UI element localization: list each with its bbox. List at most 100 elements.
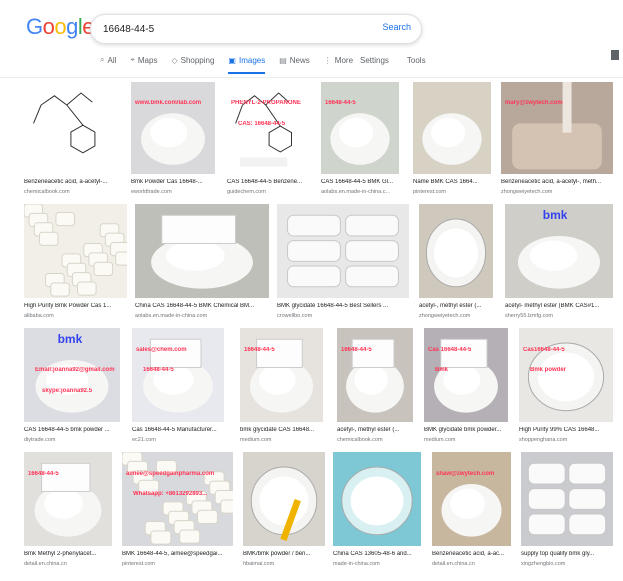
result-source[interactable]: alibaba.com <box>24 313 54 319</box>
image-result[interactable]: China CAS 16648-44-5 BMK Chemical BM... a… <box>135 204 269 324</box>
result-source[interactable]: detail.en.china.cn <box>24 561 67 567</box>
result-source[interactable]: detail.en.china.cn <box>432 561 475 567</box>
result-source[interactable]: made-in-china.com <box>333 561 380 567</box>
image-result[interactable]: BMK/bmk powder / ben... hbaimai.com <box>243 452 325 572</box>
result-thumbnail[interactable]: 16648-44-5 <box>240 328 323 422</box>
result-thumbnail[interactable]: shaw@zwytech.com <box>432 452 511 546</box>
result-caption[interactable]: Bmk Powder Cas 16648-... <box>131 179 203 185</box>
result-caption[interactable]: Benzeneacetic acid, a-acetyl-, meth... <box>501 179 602 185</box>
result-source[interactable]: xingzhengbio.com <box>521 561 566 567</box>
result-caption[interactable]: Cas 16648-44-5 Manufacturer... <box>132 427 217 433</box>
image-result[interactable]: BMK glycidate 16648-44-5 Best Sellers ..… <box>277 204 409 324</box>
result-thumbnail[interactable] <box>521 452 613 546</box>
result-source[interactable]: aolabs.en.made-in-china.com <box>135 313 208 319</box>
settings-link[interactable]: Settings <box>360 55 389 65</box>
result-source[interactable]: eworldtrade.com <box>131 189 172 195</box>
result-source[interactable]: guidechem.com <box>227 189 266 195</box>
tab-images[interactable]: ▣Images <box>228 52 265 74</box>
result-thumbnail[interactable]: www.bmk.com/lab.com <box>131 82 215 174</box>
result-source[interactable]: pinterest.com <box>413 189 447 195</box>
result-source[interactable]: hbaimai.com <box>243 561 275 567</box>
tab-maps[interactable]: ⌖Maps <box>130 52 157 68</box>
result-source[interactable]: medium.com <box>424 437 456 443</box>
result-caption[interactable]: CAS 16648-44-5 Benzene... <box>227 179 303 185</box>
result-source[interactable]: sherry55.lzmfg.com <box>505 313 553 319</box>
apps-icon[interactable] <box>611 50 619 60</box>
image-result[interactable]: Benzeneacetic acid, a-acetyl-... chemical… <box>24 82 119 200</box>
result-caption[interactable]: BMK 16648-44-5, aimee@speedgai... <box>122 551 223 557</box>
result-source[interactable]: ec21.com <box>132 437 156 443</box>
tools-link[interactable]: Tools <box>406 55 426 65</box>
tab-more[interactable]: ⋮More <box>324 52 353 68</box>
result-source[interactable]: crowellbo.com <box>277 313 313 319</box>
search-input[interactable] <box>103 21 353 37</box>
tab-all[interactable]: ⌕All <box>100 52 116 68</box>
image-result[interactable]: High Purity Bmk Powder Cas 1... alibaba.c… <box>24 204 127 324</box>
result-thumbnail[interactable] <box>419 204 493 298</box>
result-thumbnail[interactable]: 16648-44-5 <box>321 82 399 174</box>
result-source[interactable]: chemicalbook.com <box>24 189 70 195</box>
result-caption[interactable]: High Purity Bmk Powder Cas 1... <box>24 303 112 309</box>
result-caption[interactable]: acetyl-, methyl ester (... <box>337 427 400 433</box>
result-thumbnail[interactable] <box>243 452 325 546</box>
result-source[interactable]: shoppenghana.com <box>519 437 568 443</box>
result-caption[interactable]: Name BMK CAS 1664... <box>413 179 478 185</box>
tab-news[interactable]: ▤News <box>279 52 310 68</box>
result-thumbnail[interactable] <box>333 452 421 546</box>
result-caption[interactable]: Benzeneacetic acid, a-acetyl-... <box>24 179 108 185</box>
result-caption[interactable]: China CAS 13605-48-6 and... <box>333 551 412 557</box>
result-thumbnail[interactable]: 16648-44-5 <box>337 328 413 422</box>
image-result[interactable]: Name BMK CAS 1664... pinterest.com <box>413 82 491 200</box>
result-caption[interactable]: High Purity 99% CAS 16648... <box>519 427 600 433</box>
image-result[interactable]: supply top quality bmk gly... xingzhengbi… <box>521 452 613 572</box>
image-result[interactable]: China CAS 13605-48-6 and... made-in-china… <box>333 452 421 572</box>
search-button[interactable]: Search <box>382 22 411 32</box>
result-caption[interactable]: Bmk Methyl 2-phenylacet... <box>24 551 97 557</box>
result-caption[interactable]: bmk glycidate CAS 16648... <box>240 427 315 433</box>
result-caption[interactable]: CAS 16648-44-5 bmk powder ... <box>24 427 110 433</box>
result-source[interactable]: pinterest.com <box>122 561 156 567</box>
image-result[interactable]: 16648-44-5 acetyl-, methyl ester (... chem… <box>337 328 413 448</box>
result-caption[interactable]: supply top quality bmk gly... <box>521 551 595 557</box>
result-caption[interactable]: BMK glycidate 16648-44-5 Best Sellers ..… <box>277 303 389 309</box>
result-source[interactable]: zhongweiyetech.com <box>501 189 553 195</box>
result-thumbnail[interactable] <box>413 82 491 174</box>
result-thumbnail[interactable] <box>277 204 409 298</box>
result-thumbnail[interactable]: mary@zwytech.com <box>501 82 613 174</box>
result-thumbnail[interactable]: bmk <box>505 204 613 298</box>
result-source[interactable]: zhongweiyetech.com <box>419 313 471 319</box>
result-source[interactable]: chemicalbook.com <box>337 437 383 443</box>
result-caption[interactable]: acetyl-, methyl ester (... <box>419 303 482 309</box>
result-thumbnail[interactable] <box>24 82 119 174</box>
result-caption[interactable]: BMK/bmk powder / ben... <box>243 551 311 557</box>
result-thumbnail[interactable]: 16648-44-5 <box>24 452 112 546</box>
result-caption[interactable]: CAS 16648-44-5 BMK Gl... <box>321 179 394 185</box>
result-thumbnail[interactable] <box>24 204 127 298</box>
search-box[interactable]: Search <box>90 14 422 44</box>
image-result[interactable]: acetyl-, methyl ester (... zhongweiyetech… <box>419 204 493 324</box>
tab-shopping[interactable]: ◇Shopping <box>171 52 214 68</box>
google-logo[interactable]: Google <box>26 14 95 40</box>
result-caption[interactable]: Benzeneacetic acid, a-ac... <box>432 551 505 557</box>
result-source[interactable]: aolabs.en.made-in-china.c... <box>321 189 391 195</box>
result-caption[interactable]: China CAS 16648-44-5 BMK Chemical BM... <box>135 303 255 309</box>
